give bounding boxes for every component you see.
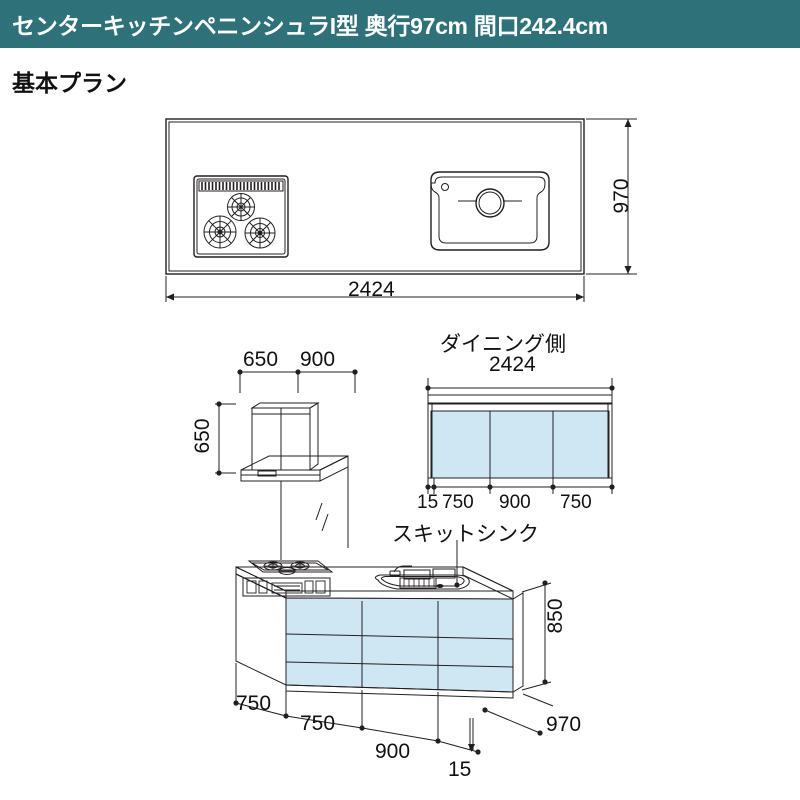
iso-kitchen-group bbox=[233, 540, 554, 755]
plan-width-value: 2424 bbox=[348, 278, 395, 301]
burner-front-left bbox=[203, 215, 237, 249]
cooktop-plan bbox=[193, 175, 289, 258]
header-band: センターキッチンペニンシュラI型 奥行97cm 間口242.4cm bbox=[0, 0, 800, 48]
plan-depth-value: 970 bbox=[610, 178, 633, 214]
iso-dim-15: 15 bbox=[448, 758, 472, 781]
range-hood bbox=[240, 402, 349, 560]
dining-dim-900: 900 bbox=[499, 492, 531, 513]
page-title: センターキッチンペニンシュラI型 奥行97cm 間口242.4cm bbox=[12, 13, 608, 39]
iso-height-value: 850 bbox=[544, 598, 567, 634]
sink-plan bbox=[430, 171, 550, 251]
hood-elevation-group bbox=[215, 369, 358, 560]
plan-view-group bbox=[165, 118, 637, 302]
iso-depth-dimension bbox=[482, 693, 554, 736]
sink-iso bbox=[374, 565, 470, 590]
iso-dim-750a: 750 bbox=[236, 692, 272, 715]
iso-height-dimension bbox=[521, 580, 552, 691]
dining-elevation-group bbox=[425, 378, 615, 494]
hood-height-value: 650 bbox=[191, 418, 214, 454]
dining-dim-15: 15 bbox=[417, 492, 439, 513]
plan-width-dimension bbox=[165, 276, 585, 302]
dining-side-label: ダイニング側 bbox=[440, 333, 566, 356]
dining-dim-750b: 750 bbox=[560, 492, 592, 513]
burner-rear bbox=[227, 193, 255, 221]
skit-sink-label: スキットシンク bbox=[392, 523, 539, 546]
burner-front-right bbox=[244, 217, 276, 249]
hood-dim-650: 650 bbox=[243, 348, 279, 371]
iso-dim-900: 900 bbox=[375, 740, 411, 763]
iso-bottom-dimensions bbox=[233, 663, 481, 755]
dining-width-value: 2424 bbox=[489, 353, 536, 376]
cooktop-iso bbox=[247, 560, 334, 575]
dining-dim-750a: 750 bbox=[442, 492, 474, 513]
plan-depth-dimension bbox=[586, 118, 637, 275]
iso-dim-750b: 750 bbox=[300, 712, 336, 735]
hood-dim-900: 900 bbox=[300, 348, 336, 371]
iso-depth-value: 970 bbox=[546, 713, 582, 736]
subtitle-basic-plan: 基本プラン bbox=[12, 70, 127, 96]
